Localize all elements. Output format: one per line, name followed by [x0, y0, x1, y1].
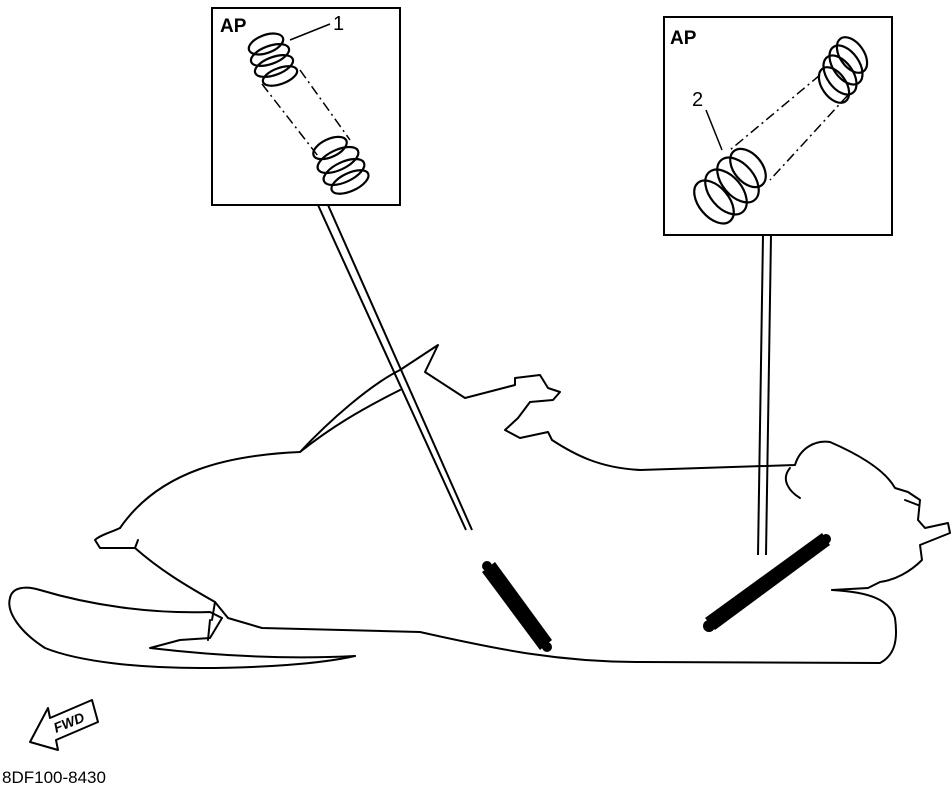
forward-direction-arrow-icon: FWD	[29, 699, 99, 751]
figure-code: 8DF100-8430	[2, 768, 106, 787]
leader-lines	[317, 204, 772, 556]
callout-2-title: AP	[670, 28, 697, 49]
spring-upper-2	[817, 36, 869, 104]
callout-2-part-number: 2	[692, 89, 703, 111]
spring-upper-1	[247, 32, 299, 87]
callout-1-part-number: 1	[333, 13, 344, 35]
rear-shock-absorber	[703, 533, 831, 632]
callout-1-title: AP	[220, 16, 247, 37]
spring-lower-1	[312, 135, 370, 195]
callout-box-2: AP 2	[663, 16, 893, 236]
snowmobile-outline	[8, 344, 951, 669]
callout-box-1: AP 1	[211, 7, 401, 206]
spring-lower-2	[693, 147, 767, 225]
front-shock-absorber	[482, 561, 552, 652]
